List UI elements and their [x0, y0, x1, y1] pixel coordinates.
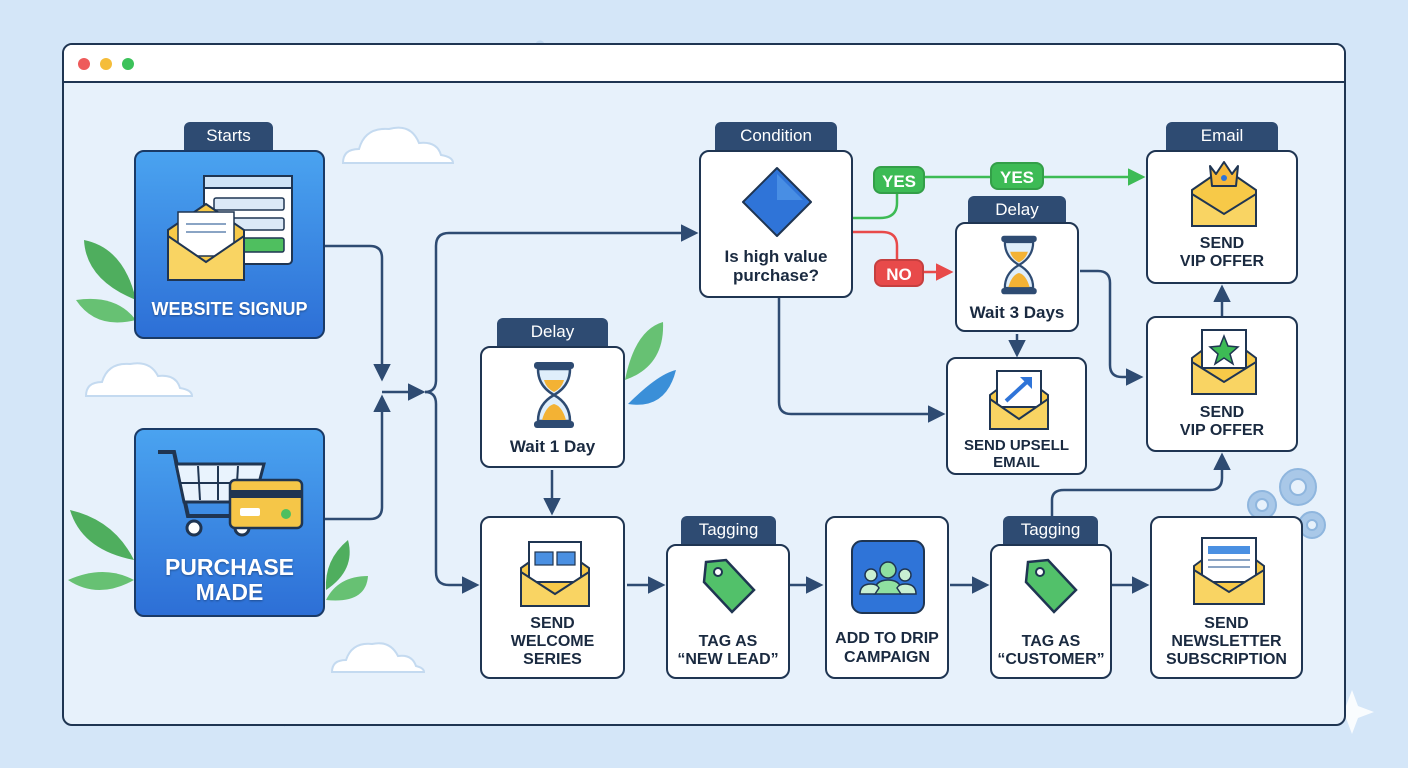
- crown-envelope-icon: [1191, 161, 1257, 227]
- node-upsell-line-2: EMAIL: [993, 454, 1040, 471]
- node-welcome-line-1: SEND: [530, 615, 575, 632]
- hourglass-icon: [534, 362, 574, 428]
- node-tag-customer-line-1: TAG AS: [1021, 633, 1081, 650]
- node-vip-mid-line-2: VIP OFFER: [1179, 422, 1265, 439]
- node-purchase-made[interactable]: PURCHASE MADE: [134, 428, 325, 617]
- node-tag-lead-line-2: “NEW LEAD”: [677, 651, 779, 668]
- signup-form-email-icon: [167, 175, 293, 281]
- node-send-upsell[interactable]: SEND UPSELL EMAIL: [946, 357, 1087, 475]
- branch-yes-pill: YES: [873, 166, 925, 194]
- tag-icon: [702, 558, 756, 614]
- tab-starts: Starts: [184, 122, 273, 150]
- newsletter-envelope-icon: [1193, 537, 1265, 605]
- hourglass-icon: [1001, 235, 1037, 295]
- node-tag-customer[interactable]: TAG AS “CUSTOMER”: [990, 544, 1112, 679]
- node-send-newsletter[interactable]: SEND NEWSLETTER SUBSCRIPTION: [1150, 516, 1303, 679]
- node-condition-line-1: Is high value: [724, 247, 828, 266]
- envelope-email-icon: [520, 541, 590, 607]
- close-button[interactable]: [78, 58, 90, 70]
- node-purchase-made-label-2: MADE: [195, 579, 264, 605]
- node-send-vip-offer-top[interactable]: SEND VIP OFFER: [1146, 150, 1298, 284]
- node-wait-3-days[interactable]: Wait 3 Days: [955, 222, 1079, 332]
- node-upsell-line-1: SEND UPSELL: [963, 437, 1069, 454]
- diamond-decision-icon: [742, 167, 812, 237]
- node-welcome-line-2: WELCOME: [510, 633, 595, 650]
- node-send-welcome-series[interactable]: SEND WELCOME SERIES: [480, 516, 625, 679]
- branch-yes-pill-2: YES: [990, 162, 1044, 190]
- branch-no-pill: NO: [874, 259, 924, 287]
- node-send-vip-offer-mid[interactable]: SEND VIP OFFER: [1146, 316, 1298, 452]
- node-website-signup[interactable]: WEBSITE SIGNUP: [134, 150, 325, 339]
- node-wait-1-day[interactable]: Wait 1 Day: [480, 346, 625, 468]
- node-tag-new-lead[interactable]: TAG AS “NEW LEAD”: [666, 544, 790, 679]
- node-newsletter-line-3: SUBSCRIPTION: [1166, 651, 1287, 668]
- node-tag-lead-line-1: TAG AS: [698, 633, 758, 650]
- node-condition-line-2: purchase?: [733, 266, 819, 285]
- tab-tagging-1: Tagging: [681, 516, 776, 544]
- node-drip-line-2: CAMPAIGN: [844, 649, 930, 666]
- node-newsletter-line-1: SEND: [1204, 615, 1249, 632]
- node-wait-1-day-label: Wait 1 Day: [509, 437, 596, 456]
- window-titlebar: [64, 45, 1344, 83]
- node-tag-customer-line-2: “CUSTOMER”: [997, 651, 1105, 668]
- node-condition[interactable]: Is high value purchase?: [699, 150, 853, 298]
- tab-email: Email: [1166, 122, 1278, 150]
- node-wait-3-days-label: Wait 3 Days: [969, 303, 1065, 322]
- node-newsletter-line-2: NEWSLETTER: [1171, 633, 1282, 650]
- node-welcome-line-3: SERIES: [523, 651, 582, 668]
- node-vip-mid-line-1: SEND: [1199, 404, 1245, 421]
- tab-delay-1: Delay: [497, 318, 608, 346]
- tab-delay-2: Delay: [968, 196, 1066, 224]
- node-vip-top-line-1: SEND: [1199, 235, 1245, 252]
- node-website-signup-label: WEBSITE SIGNUP: [151, 299, 308, 319]
- tag-icon: [1024, 558, 1078, 614]
- star-envelope-icon: [1191, 329, 1257, 395]
- tab-tagging-2: Tagging: [1003, 516, 1098, 544]
- upsell-envelope-icon: [989, 370, 1049, 430]
- minimize-button[interactable]: [100, 58, 112, 70]
- tab-condition: Condition: [715, 122, 837, 150]
- cart-credit-card-icon: [158, 450, 304, 537]
- node-vip-top-line-2: VIP OFFER: [1179, 253, 1265, 270]
- node-add-to-drip[interactable]: ADD TO DRIP CAMPAIGN: [825, 516, 949, 679]
- node-drip-line-1: ADD TO DRIP: [835, 630, 939, 647]
- maximize-button[interactable]: [122, 58, 134, 70]
- users-group-icon: [851, 540, 925, 614]
- node-purchase-made-label-1: PURCHASE: [164, 554, 295, 580]
